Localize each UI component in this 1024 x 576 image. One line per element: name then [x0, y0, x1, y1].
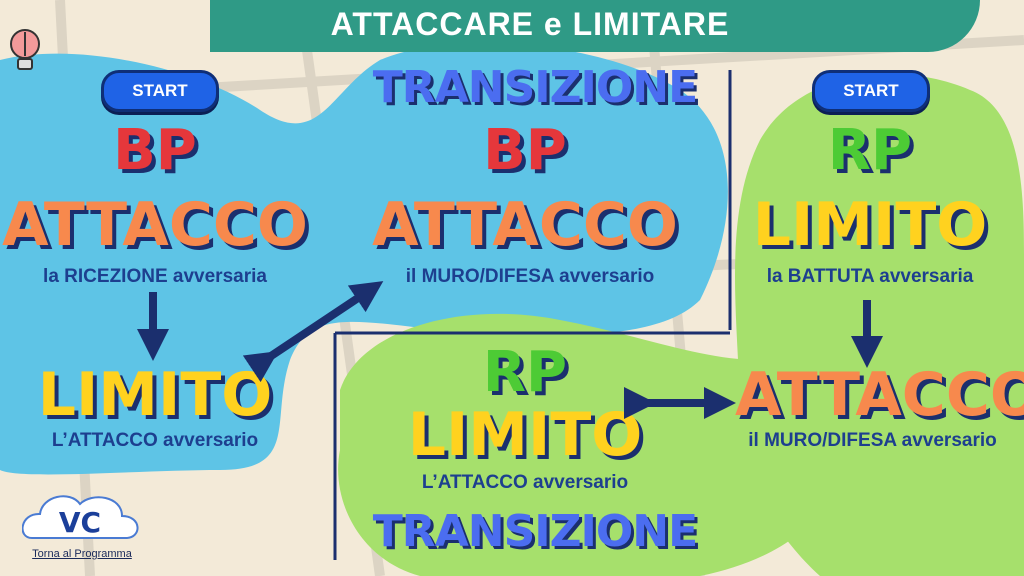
next-sub-right: il MURO/DIFESA avversario [748, 430, 997, 451]
header-bar [210, 0, 980, 52]
brain-bulb-icon [10, 29, 40, 70]
action-sub-right: la BATTUTA avversaria [766, 266, 974, 287]
start-button-left[interactable]: START [101, 70, 219, 112]
transition-heading-bottom: TRANSIZIONE [372, 506, 698, 557]
action-label-bottom: LIMITO [407, 400, 643, 470]
phase-label-center: BP [483, 118, 567, 183]
next-action-left: LIMITO [37, 360, 273, 430]
phase-label-right: RP [827, 118, 913, 183]
phase-label-bottom: RP [482, 340, 568, 405]
logo-text: VC [59, 506, 101, 539]
action-sub-bottom: L’ATTACCO avversario [421, 472, 629, 493]
page-title: ATTACCARE e LIMITARE [330, 6, 730, 42]
action-sub-center: il MURO/DIFESA avversario [405, 266, 655, 287]
back-to-program-link[interactable]: Torna al Programma [32, 548, 132, 560]
action-label-right: LIMITO [752, 190, 988, 260]
green-region-bottom [338, 313, 842, 576]
phase-label-left: BP [113, 118, 197, 183]
next-sub-left: L’ATTACCO avversario [51, 430, 259, 451]
next-action-right: ATTACCO [735, 360, 1024, 430]
vc-logo-icon[interactable]: VC [22, 488, 142, 548]
blue-region [0, 43, 728, 475]
start-button-right[interactable]: START [812, 70, 930, 112]
transition-heading-top: TRANSIZIONE [372, 62, 698, 113]
action-sub-left: la RICEZIONE avversaria [43, 266, 267, 287]
action-label-center: ATTACCO [372, 190, 678, 260]
action-label-left: ATTACCO [2, 190, 308, 260]
